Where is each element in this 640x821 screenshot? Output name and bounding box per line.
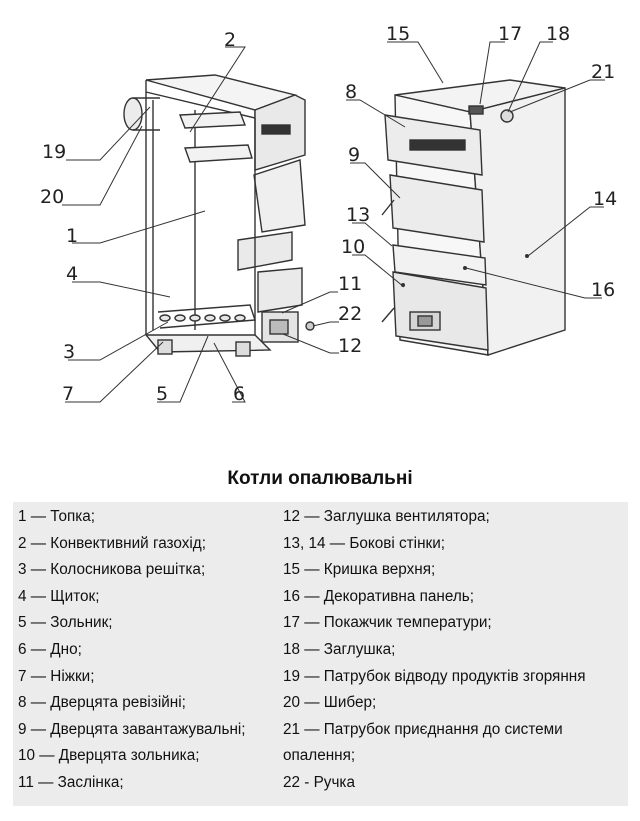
legend-item: 19 — Патрубок відводу продуктів згоряння bbox=[283, 667, 586, 685]
part-label-13: 13 bbox=[346, 204, 370, 226]
part-label-10: 10 bbox=[341, 236, 365, 258]
legend-item: опалення; bbox=[283, 747, 356, 765]
part-label-8: 8 bbox=[345, 81, 357, 103]
part-label-15: 15 bbox=[386, 23, 410, 45]
legend-item: 6 — Дно; bbox=[18, 640, 82, 658]
legend-item: 7 — Ніжки; bbox=[18, 667, 95, 685]
legend-item: 4 — Щиток; bbox=[18, 587, 100, 605]
legend-item: 18 — Заглушка; bbox=[283, 640, 396, 658]
legend-item: 21 — Патрубок приєднання до системи bbox=[283, 720, 563, 738]
brand-plate bbox=[409, 139, 466, 151]
legend-item: 11 — Заслінка; bbox=[18, 773, 124, 791]
legend-item: 22 - Ручка bbox=[283, 773, 355, 791]
part-label-19: 19 bbox=[42, 141, 66, 163]
boiler-section-view bbox=[123, 74, 315, 357]
part-label-1: 1 bbox=[66, 225, 78, 247]
part-label-22: 22 bbox=[338, 303, 362, 325]
legend-item: 10 — Дверцята зольника; bbox=[18, 747, 200, 765]
legend-item: 15 — Кришка верхня; bbox=[283, 561, 436, 579]
legend-item: 17 — Покажчик температури; bbox=[283, 614, 492, 632]
part-label-9: 9 bbox=[348, 144, 360, 166]
part-label-17: 17 bbox=[498, 23, 522, 45]
part-label-7: 7 bbox=[62, 383, 74, 405]
part-label-11: 11 bbox=[338, 273, 362, 295]
legend-item: 9 — Дверцята завантажувальні; bbox=[18, 720, 246, 738]
part-label-5: 5 bbox=[156, 383, 168, 405]
legend-item: 12 — Заглушка вентилятора; bbox=[283, 508, 490, 525]
part-label-14: 14 bbox=[593, 188, 617, 210]
legend-title: Котли опалювальні bbox=[227, 468, 413, 489]
part-label-16: 16 bbox=[591, 279, 615, 301]
legend-item: 8 — Дверцята ревізійні; bbox=[18, 694, 186, 712]
legend-item: 20 — Шибер; bbox=[283, 694, 377, 712]
part-label-20: 20 bbox=[40, 186, 64, 208]
boiler-exterior-view bbox=[381, 79, 566, 356]
part-label-18: 18 bbox=[546, 23, 570, 45]
legend-item: 1 — Топка; bbox=[18, 508, 96, 525]
part-label-21: 21 bbox=[591, 61, 615, 83]
legend-item: 5 — Зольник; bbox=[18, 614, 113, 632]
legend-item: 3 — Колосникова решітка; bbox=[18, 561, 206, 579]
legend-item: 2 — Конвективний газохід; bbox=[18, 534, 206, 552]
legend-table: 1 — Топка; 2 — Конвективний газохід; 3 —… bbox=[13, 502, 628, 806]
part-label-12: 12 bbox=[338, 335, 362, 357]
part-label-2: 2 bbox=[224, 29, 236, 51]
legend-item: 13, 14 — Бокові стінки; bbox=[283, 534, 446, 552]
part-label-4: 4 bbox=[66, 263, 78, 285]
legend-item: 16 — Декоративна панель; bbox=[283, 587, 474, 605]
leader-lines bbox=[62, 41, 605, 403]
legend-right-column: 12 — Заглушка вентилятора; 13, 14 — Боко… bbox=[283, 504, 628, 797]
part-label-3: 3 bbox=[63, 341, 75, 363]
brand-plate bbox=[261, 124, 291, 135]
boiler-diagram: 2 19 20 1 4 3 7 5 6 11 22 12 15 17 18 21… bbox=[40, 23, 617, 405]
part-number-labels: 2 19 20 1 4 3 7 5 6 11 22 12 15 17 18 21… bbox=[40, 23, 617, 405]
part-label-6: 6 bbox=[233, 383, 245, 405]
legend-left-column: 1 — Топка; 2 — Конвективний газохід; 3 —… bbox=[18, 504, 288, 797]
